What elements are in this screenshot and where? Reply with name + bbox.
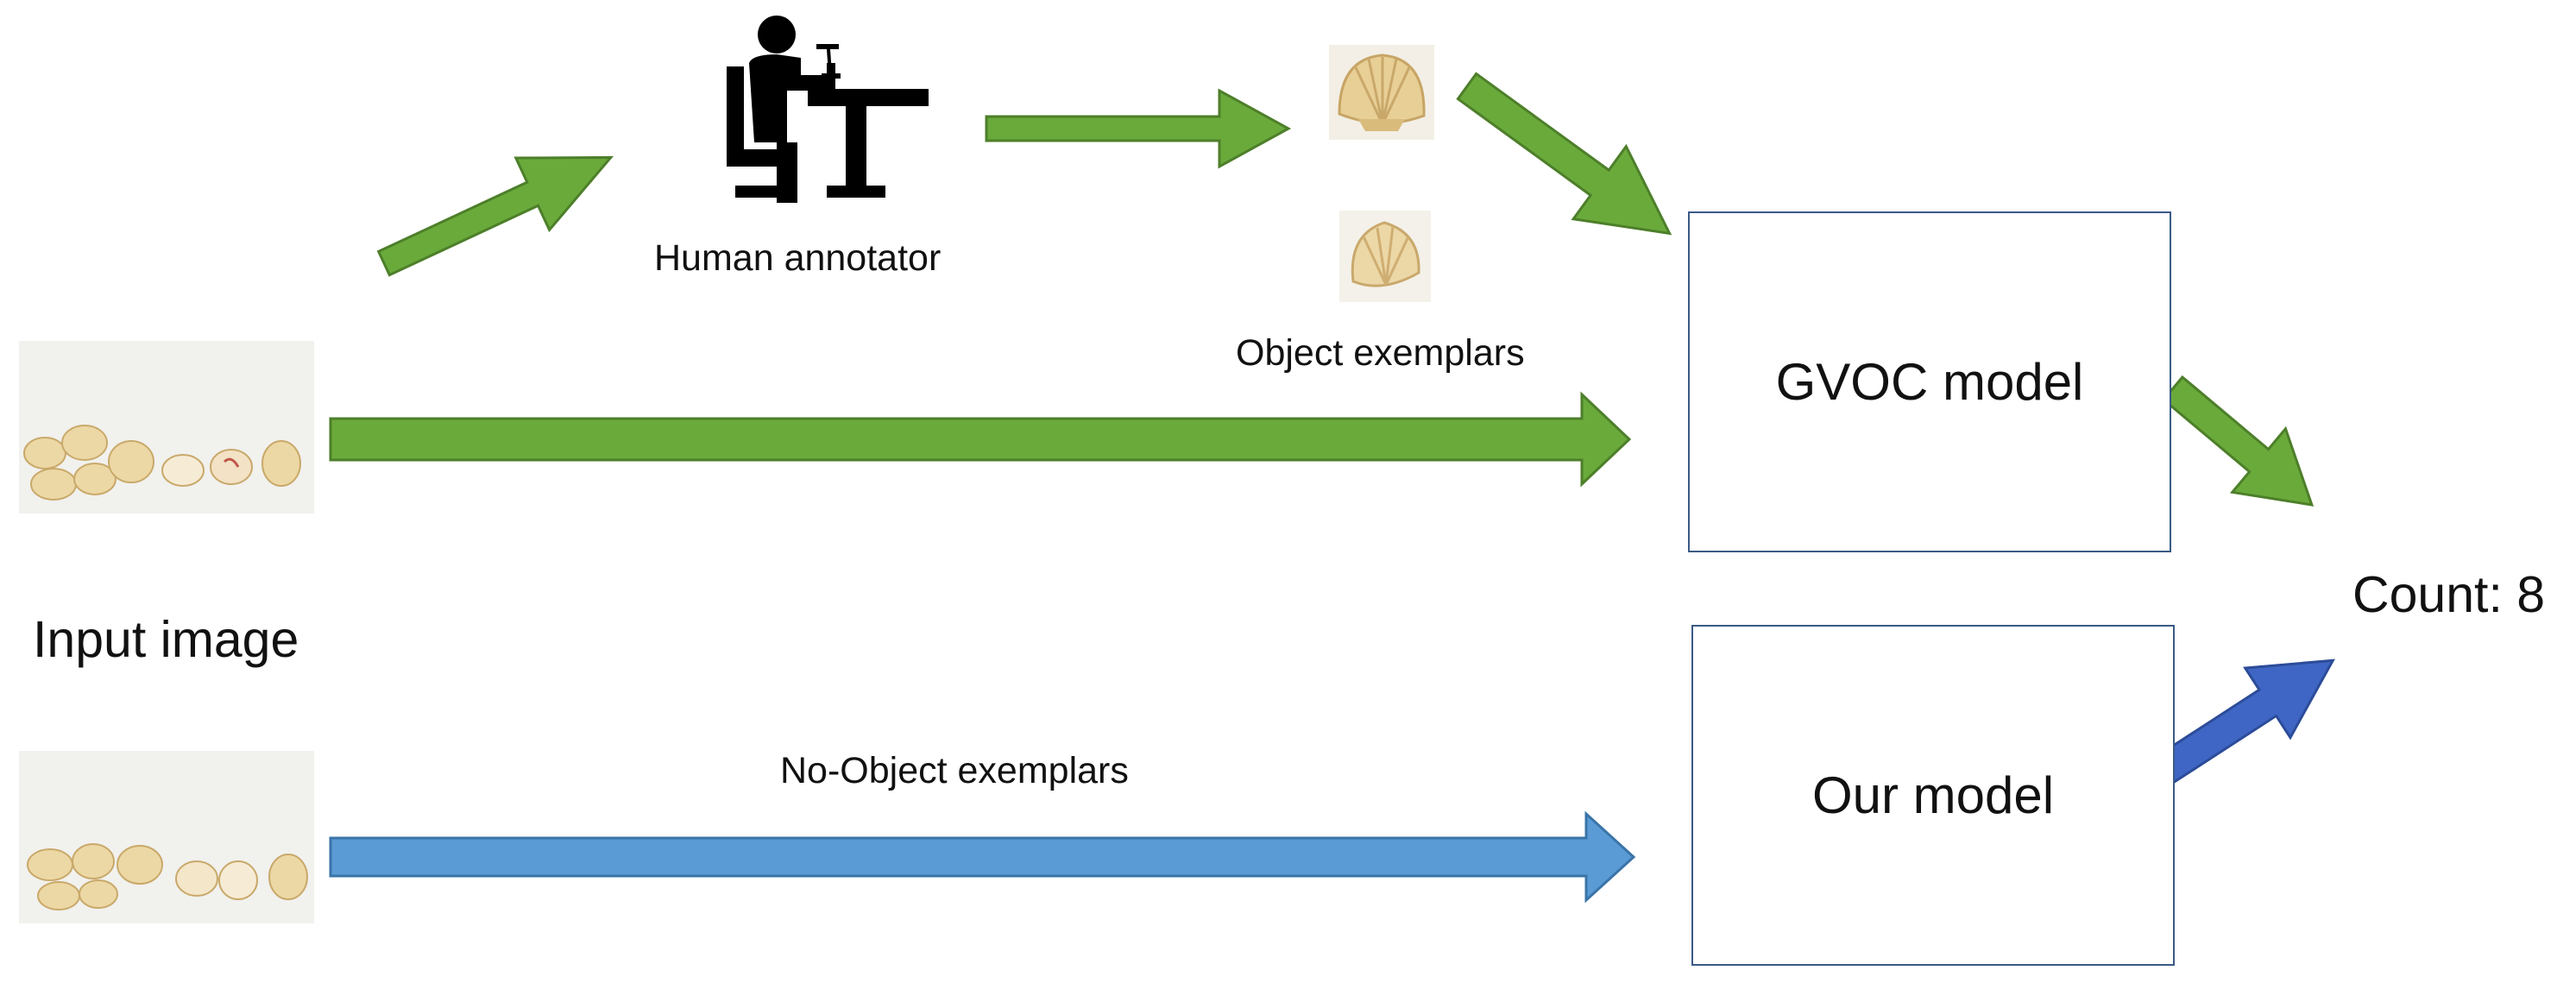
input-image-shells-2 (19, 751, 314, 923)
exemplar-shell-image-2 (1339, 211, 1431, 302)
no-object-exemplars-label: No-Object exemplars (780, 750, 1129, 791)
arrow-input-to-our-model (329, 810, 1636, 904)
arrow-gvoc-to-count (2161, 375, 2315, 507)
our-model-box: Our model (1691, 625, 2175, 966)
exemplar-shell-image-1 (1329, 45, 1434, 140)
arrow-input-to-gvoc (329, 391, 1632, 488)
gvoc-model-label: GVOC model (1775, 353, 2084, 411)
count-output-label: Count: 8 (2352, 566, 2546, 623)
input-image-label: Input image (33, 611, 299, 668)
human-annotator-label: Human annotator (654, 237, 942, 279)
arrow-our-model-to-count (2149, 659, 2335, 789)
arrow-annotator-to-exemplars (985, 88, 1292, 169)
arrow-exemplars-to-gvoc (1456, 72, 1672, 236)
arrow-input-to-annotator (376, 155, 614, 277)
gvoc-model-box: GVOC model (1688, 211, 2171, 552)
our-model-label: Our model (1811, 766, 2055, 824)
input-image-shells-1 (19, 341, 314, 514)
person-at-desk-icon (727, 16, 929, 203)
object-exemplars-label: Object exemplars (1236, 332, 1525, 374)
